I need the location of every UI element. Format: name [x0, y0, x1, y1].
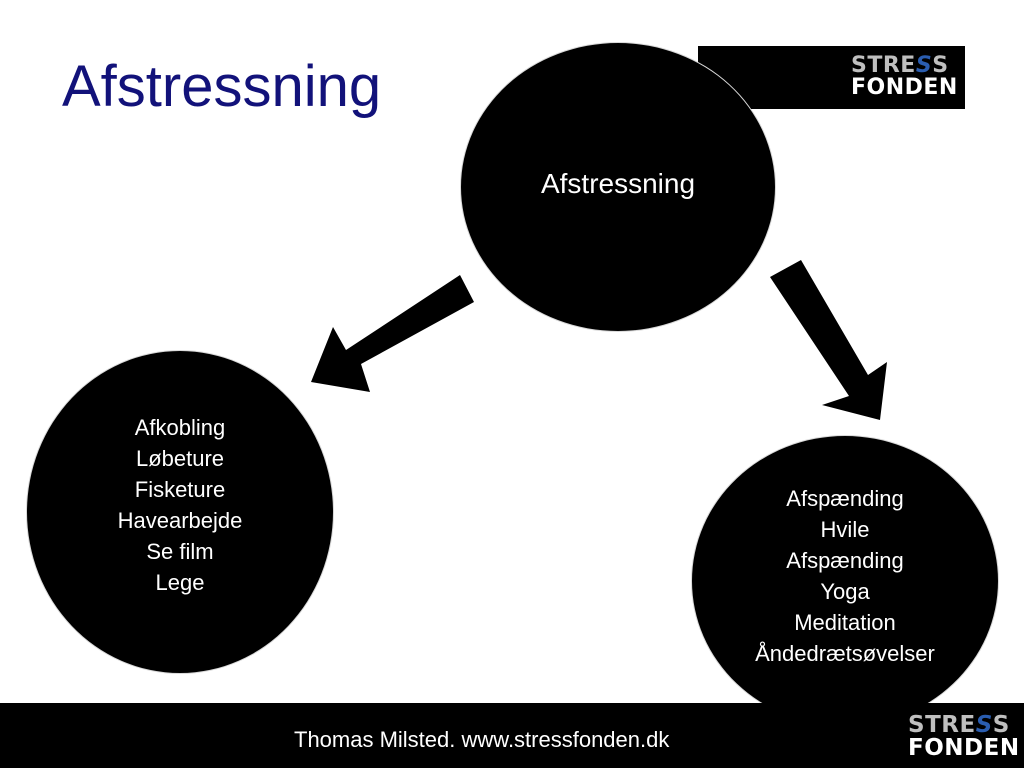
arrow-right — [770, 260, 887, 420]
slide-title: Afstressning — [62, 54, 382, 119]
footer-bar: Thomas Milsted. www.stressfonden.dk STRE… — [0, 703, 1024, 768]
list-item: Afkobling — [134, 415, 226, 440]
logo-accent-letter: S — [915, 53, 933, 78]
logo-accent-letter: S — [975, 712, 993, 738]
right-node: Afspænding Hvile Afspænding Yoga Meditat… — [691, 435, 999, 727]
left-node: Afkobling Løbeture Fisketure Havearbejde… — [26, 350, 334, 674]
list-item: Se film — [146, 539, 214, 564]
logo-text-2: FONDEN — [851, 75, 958, 100]
list-item: Løbeture — [135, 446, 225, 471]
list-item: Afspænding — [786, 486, 904, 511]
list-item: Lege — [155, 570, 205, 595]
center-node: Afstressning — [460, 42, 776, 332]
list-item: Havearbejde — [117, 508, 243, 533]
list-item: Meditation — [794, 610, 896, 635]
left-node-list: Afkobling Løbeture Fisketure Havearbejde… — [118, 412, 243, 598]
arrow-left — [311, 275, 474, 392]
logo-text-1a: STRE — [851, 53, 916, 78]
right-node-list: Afspænding Hvile Afspænding Yoga Meditat… — [755, 483, 935, 669]
list-item: Yoga — [820, 579, 870, 604]
center-node-label: Afstressning — [540, 168, 696, 199]
footer-stressfonden-logo: STRESS FONDEN — [903, 711, 1020, 765]
logo-text-1a: STRE — [908, 712, 976, 738]
logo-text-1b: S — [932, 53, 949, 78]
list-item: Fisketure — [134, 477, 226, 502]
footer-text: Thomas Milsted. www.stressfonden.dk — [294, 727, 670, 752]
logo-text-2: FONDEN — [908, 735, 1020, 761]
list-item: Åndedrætsøvelser — [755, 641, 935, 666]
logo-text-1b: S — [992, 712, 1010, 738]
list-item: Afspænding — [786, 548, 904, 573]
list-item: Hvile — [820, 517, 870, 542]
